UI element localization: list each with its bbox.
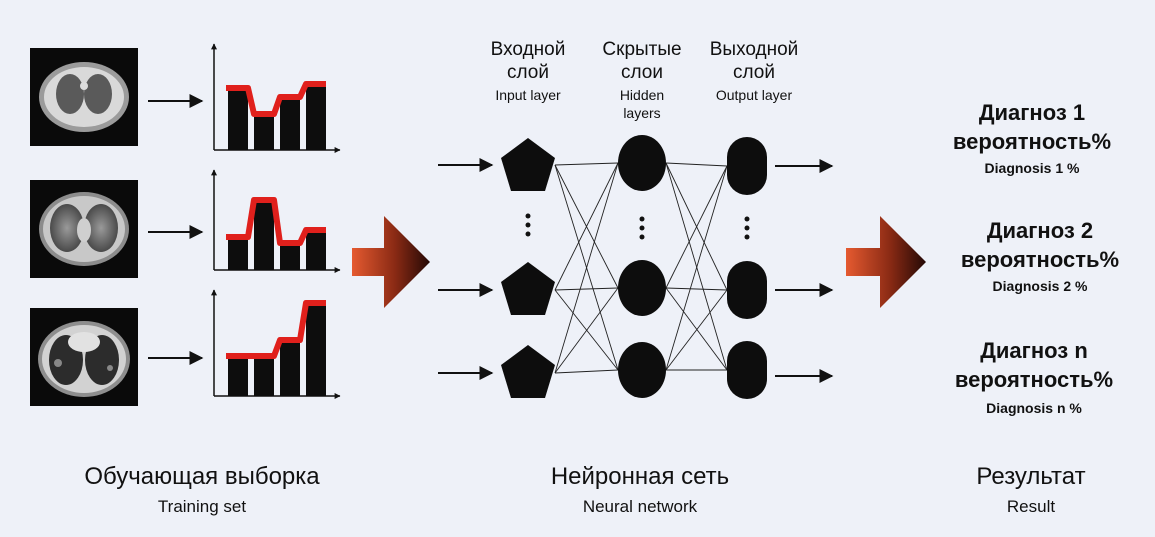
training-set [30, 43, 341, 406]
connection-line [554, 162, 619, 166]
input-node-pentagon [501, 138, 555, 191]
connection-line [554, 369, 619, 374]
diagnosis-subtitle: Diagnosis 2 % [993, 278, 1088, 294]
layer-title-line2: слой [507, 62, 549, 83]
network-connections [554, 162, 728, 374]
connection-line [554, 287, 619, 374]
ct-scan-image-2 [30, 180, 138, 278]
layer-subtitle-line2: layers [623, 105, 660, 121]
flow-arrow-to-network [352, 216, 430, 308]
diagnosis-probability: вероятность% [953, 129, 1111, 154]
bar [280, 97, 300, 150]
feature-chart-3 [211, 289, 341, 399]
bar [254, 114, 274, 150]
output-node [727, 137, 767, 195]
highlight-line [226, 81, 326, 117]
connection-line [554, 162, 619, 291]
flow-arrow-to-result [846, 216, 926, 308]
output-node [727, 341, 767, 399]
feature-chart-2 [211, 169, 341, 273]
connection-line [665, 287, 728, 371]
result-diagnosis-n: Диагноз n вероятность% Diagnosis n % [955, 338, 1113, 416]
bar [280, 340, 300, 396]
layer-header-output: Выходной слой Output layer [710, 39, 799, 103]
bar [254, 200, 274, 270]
layer-title: Скрытые [602, 39, 681, 60]
caption-title: Нейронная сеть [551, 463, 729, 490]
diagnosis-subtitle: Diagnosis 1 % [985, 160, 1080, 176]
hidden-node [618, 135, 666, 191]
bar [280, 243, 300, 270]
diagnosis-title: Диагноз 2 [987, 218, 1093, 243]
highlight-line [226, 300, 326, 359]
layer-subtitle: Hidden [620, 87, 664, 103]
caption-title: Обучающая выборка [84, 463, 320, 490]
layer-title-line2: слои [621, 62, 663, 83]
connection-line [554, 162, 619, 374]
layer-header-hidden: Скрытые слои Hidden layers [602, 39, 681, 121]
output-node [727, 261, 767, 319]
input-ellipsis-dots [525, 213, 531, 237]
layer-title: Входной [491, 39, 566, 60]
diagnosis-probability: вероятность% [955, 367, 1113, 392]
bar [228, 237, 248, 270]
layer-title: Выходной [710, 39, 799, 60]
bar [306, 84, 326, 150]
diagnosis-subtitle: Diagnosis n % [986, 400, 1082, 416]
connection-line [554, 287, 619, 291]
connection-line [665, 162, 728, 167]
result-diagnosis-1: Диагноз 1 вероятность% Diagnosis 1 % [953, 100, 1111, 176]
caption-training-set: Обучающая выборка Training set [84, 463, 320, 516]
diagnosis-title: Диагноз 1 [979, 100, 1085, 125]
hidden-node [618, 260, 666, 316]
layer-subtitle: Input layer [495, 87, 561, 103]
bar [306, 303, 326, 396]
bar [228, 356, 248, 396]
caption-subtitle: Training set [158, 497, 246, 516]
output-ellipsis-dots [744, 216, 750, 240]
bar [254, 356, 274, 396]
caption-title: Результат [976, 463, 1085, 490]
connection-line [665, 165, 728, 289]
connection-line [665, 289, 728, 371]
layer-subtitle: Output layer [716, 87, 793, 103]
ct-scan-image-3 [30, 308, 138, 406]
highlight-line [226, 197, 326, 246]
ct-scan-image-1 [30, 48, 138, 146]
caption-subtitle: Result [1007, 497, 1055, 516]
diagnosis-probability: вероятность% [961, 247, 1119, 272]
bar [306, 230, 326, 270]
bar [228, 88, 248, 150]
input-node-pentagon [501, 262, 555, 315]
hidden-node [618, 342, 666, 398]
input-node-pentagon [501, 345, 555, 398]
feature-chart-1 [211, 43, 341, 153]
result-diagnosis-2: Диагноз 2 вероятность% Diagnosis 2 % [961, 218, 1119, 294]
connection-line [665, 165, 728, 371]
caption-neural-network: Нейронная сеть Neural network [551, 463, 729, 516]
hidden-ellipsis-dots [639, 216, 645, 240]
layer-header-input: Входной слой Input layer [491, 39, 566, 103]
layer-title-line2: слой [733, 62, 775, 83]
diagnosis-title: Диагноз n [980, 338, 1088, 363]
caption-result: Результат Result [976, 463, 1085, 516]
connection-line [665, 287, 728, 291]
caption-subtitle: Neural network [583, 497, 698, 516]
